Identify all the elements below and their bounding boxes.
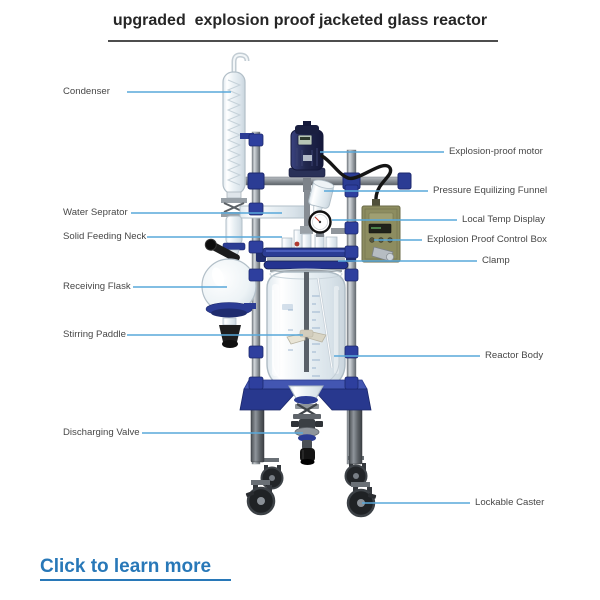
label-stirring-paddle: Stirring Paddle bbox=[63, 329, 126, 340]
label-water-seprator: Water Seprator bbox=[63, 207, 128, 218]
receiving-flask-illustration bbox=[201, 258, 257, 348]
label-solid-feeding-neck: Solid Feeding Neck bbox=[63, 231, 147, 242]
label-reactor-body: Reactor Body bbox=[485, 350, 544, 361]
condenser-illustration bbox=[221, 52, 254, 217]
discharging-valve-illustration bbox=[288, 385, 324, 465]
label-local-temp-display: Local Temp Display bbox=[462, 214, 546, 225]
explosion-proof-motor-illustration bbox=[288, 121, 326, 252]
clamp-illustration bbox=[256, 247, 356, 272]
label-lockable-caster: Lockable Caster bbox=[475, 497, 545, 508]
pole-clamps bbox=[248, 133, 359, 390]
label-clamp: Clamp bbox=[482, 255, 510, 266]
funnel-bracket bbox=[331, 228, 351, 234]
label-receiving-flask: Receiving Flask bbox=[63, 281, 131, 292]
learn-more-link[interactable]: Click to learn more bbox=[40, 556, 232, 581]
support-platform bbox=[239, 379, 372, 411]
label-condenser: Condenser bbox=[63, 86, 110, 97]
leader-lines bbox=[127, 91, 480, 504]
local-temp-display-illustration bbox=[308, 210, 332, 237]
label-explosion-proof-control-box: Explosion Proof Control Box bbox=[427, 234, 547, 245]
explosion-proof-control-box-illustration bbox=[361, 199, 401, 263]
label-explosion-proof-motor: Explosion-proof motor bbox=[449, 146, 543, 157]
power-cable bbox=[320, 154, 393, 209]
label-discharging-valve: Discharging Valve bbox=[63, 427, 140, 438]
title-underline bbox=[108, 40, 498, 42]
page-title: upgraded explosion proof jacketed glass … bbox=[112, 12, 488, 29]
label-pressure-equilizing-funnel: Pressure Equilizing Funnel bbox=[433, 185, 548, 196]
solid-feeding-neck-illustration bbox=[204, 238, 240, 263]
reactor-body-illustration bbox=[266, 268, 346, 398]
lockable-caster-illustration bbox=[245, 480, 377, 518]
